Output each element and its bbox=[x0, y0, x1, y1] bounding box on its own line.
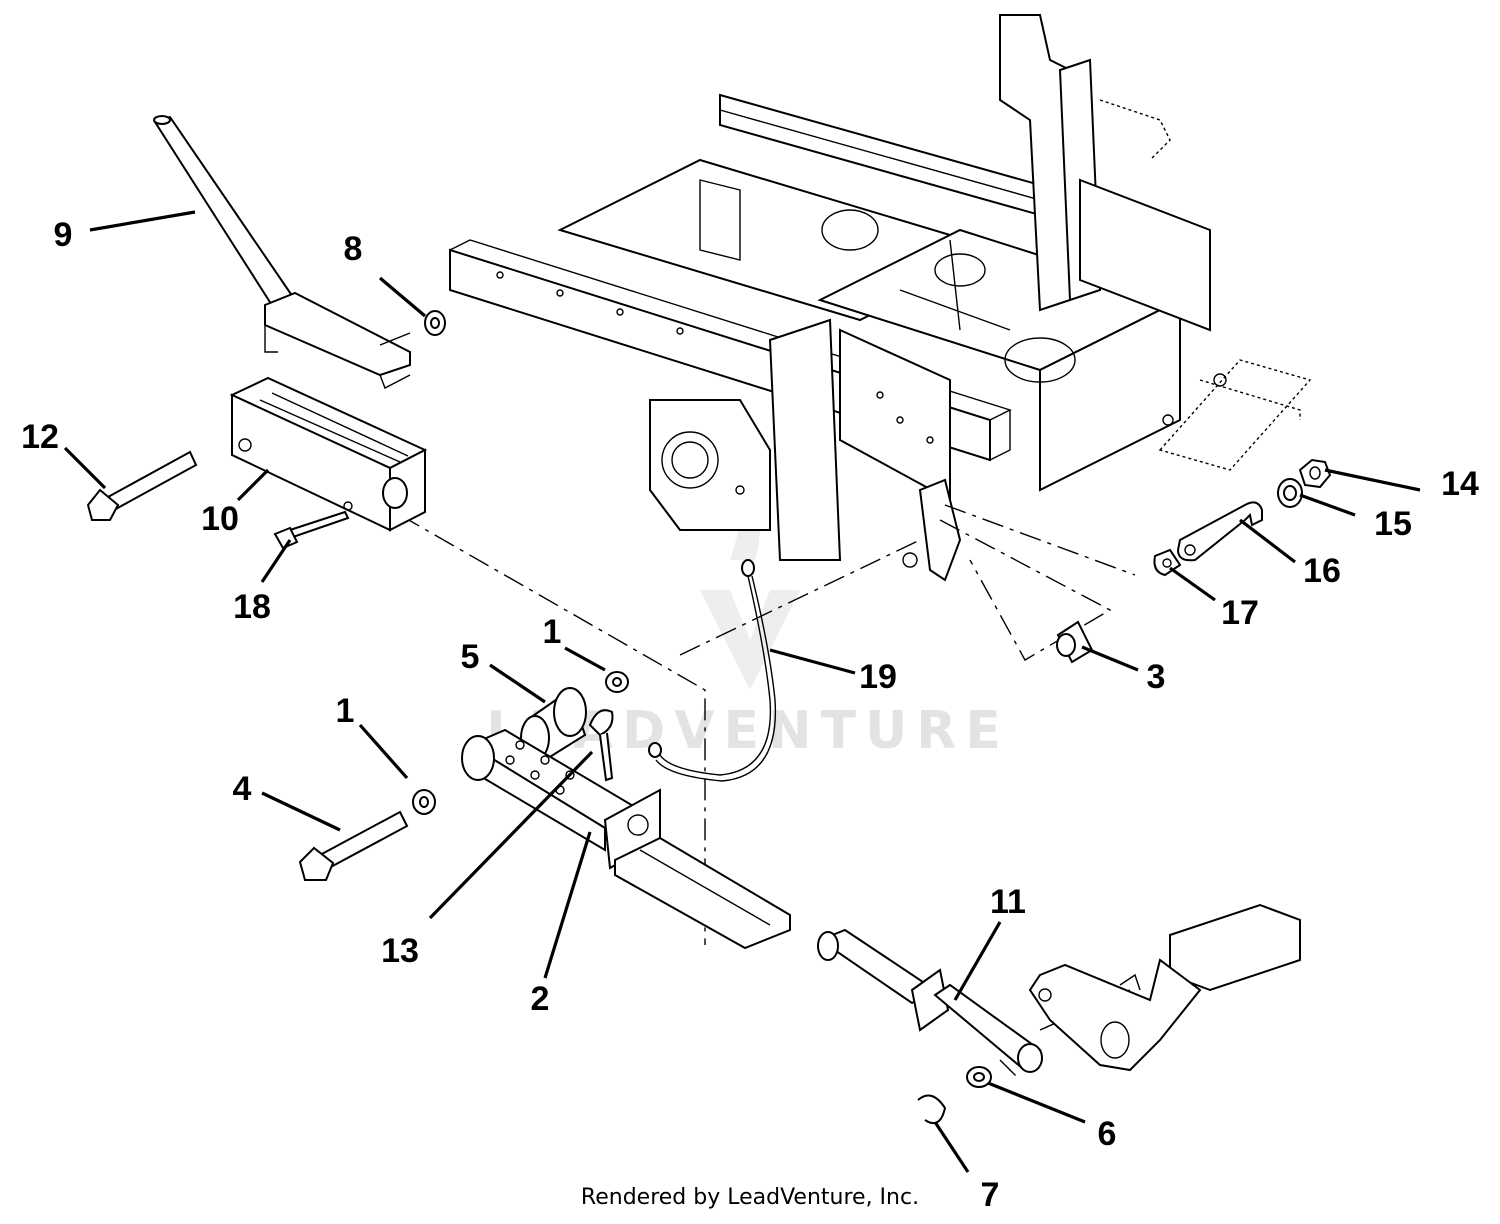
part-8-washer bbox=[424, 310, 446, 336]
part-10-housing bbox=[229, 376, 428, 532]
leader-15 bbox=[1299, 493, 1356, 517]
part-18-screw bbox=[273, 510, 350, 550]
leader-18 bbox=[260, 539, 292, 583]
callout-8: 8 bbox=[344, 230, 363, 268]
callout-11: 11 bbox=[990, 883, 1026, 921]
leader-10 bbox=[236, 468, 270, 502]
callout-10: 10 bbox=[201, 500, 239, 538]
part-13-clip bbox=[588, 709, 614, 782]
callout-19: 19 bbox=[859, 658, 897, 696]
callout-7: 7 bbox=[981, 1176, 1000, 1214]
leader-8 bbox=[378, 276, 427, 318]
callout-12: 12 bbox=[21, 418, 59, 456]
callout-6: 6 bbox=[1098, 1115, 1117, 1153]
leader-lines bbox=[63, 210, 1421, 1173]
leader-12 bbox=[63, 446, 107, 490]
callout-18: 18 bbox=[233, 588, 271, 626]
part-15-washer bbox=[1277, 478, 1303, 508]
callout-1-lower: 1 bbox=[336, 692, 355, 730]
leader-2 bbox=[543, 831, 592, 979]
leader-6 bbox=[987, 1081, 1086, 1124]
callout-labels: 9 8 12 10 18 1 5 1 4 13 2 19 3 11 6 7 14… bbox=[21, 216, 1479, 1214]
part-7-retaining-ring bbox=[917, 1094, 947, 1124]
leader-11 bbox=[953, 921, 1002, 1001]
leader-4 bbox=[261, 791, 341, 832]
leader-5 bbox=[489, 663, 546, 704]
callout-13: 13 bbox=[381, 932, 419, 970]
callout-14: 14 bbox=[1441, 465, 1479, 503]
leader-3 bbox=[1081, 645, 1139, 672]
part-2-hitch-tube bbox=[461, 728, 791, 950]
callout-4: 4 bbox=[233, 770, 252, 808]
part-12-bolt bbox=[86, 450, 198, 521]
leader-1a bbox=[564, 646, 606, 672]
callout-16: 16 bbox=[1303, 552, 1341, 590]
callout-3: 3 bbox=[1147, 658, 1166, 696]
callout-1-upper: 1 bbox=[543, 613, 562, 651]
part-3-spacer bbox=[1056, 620, 1094, 664]
part-1-washer-lower bbox=[412, 789, 436, 815]
part-14-nut bbox=[1298, 458, 1332, 489]
chassis-frame bbox=[449, 14, 1312, 582]
leader-16 bbox=[1239, 518, 1296, 564]
part-16-link bbox=[1176, 501, 1263, 562]
leader-7 bbox=[933, 1121, 970, 1173]
part-6-washer bbox=[966, 1066, 992, 1088]
footer-credit: Rendered by LeadVenture, Inc. bbox=[580, 1185, 920, 1210]
leader-17 bbox=[1169, 566, 1216, 602]
deck-hitch-arm bbox=[1028, 903, 1301, 1072]
callout-9: 9 bbox=[54, 216, 73, 254]
part-11-pin bbox=[817, 928, 1043, 1073]
part-5-bushing bbox=[520, 687, 587, 762]
leader-1b bbox=[358, 723, 409, 780]
part-19-cable bbox=[648, 559, 777, 782]
leader-13 bbox=[428, 750, 594, 920]
callout-5: 5 bbox=[461, 638, 480, 676]
leader-19 bbox=[769, 648, 856, 675]
leader-14 bbox=[1324, 468, 1421, 492]
callout-15: 15 bbox=[1374, 505, 1412, 543]
callout-2: 2 bbox=[531, 980, 550, 1018]
part-9-handle bbox=[153, 115, 411, 389]
leader-9 bbox=[89, 210, 196, 232]
part-1-washer-upper bbox=[605, 671, 629, 693]
callout-17: 17 bbox=[1221, 594, 1259, 632]
part-4-bolt bbox=[298, 810, 409, 881]
